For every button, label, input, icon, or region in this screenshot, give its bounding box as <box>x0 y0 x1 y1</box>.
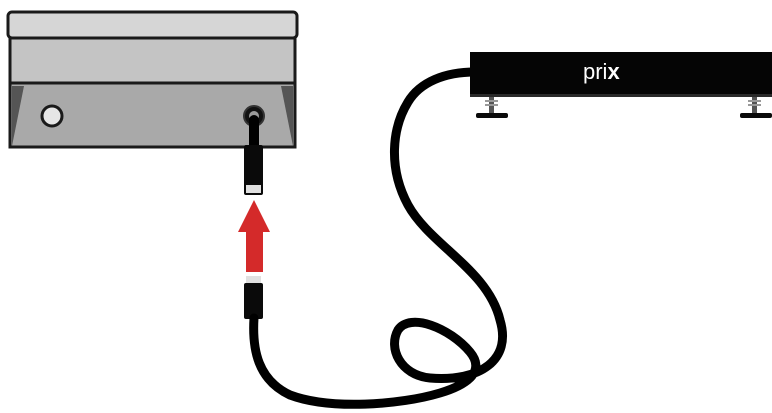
arrow-up-icon <box>238 200 270 272</box>
upper-connector-body <box>244 145 263 195</box>
lower-connector-body <box>244 283 263 319</box>
upper-connector-band <box>246 185 261 193</box>
platform-scale: prix <box>470 52 772 118</box>
scale-foot-left <box>476 97 508 118</box>
scale-body <box>470 52 772 95</box>
housing-lid <box>6 10 299 40</box>
housing-indicator-light <box>40 104 64 128</box>
lower-connector-tip <box>246 276 261 284</box>
housing-band <box>8 36 297 85</box>
housing-bevel-right <box>281 86 293 146</box>
indicator-housing <box>6 10 299 149</box>
scale-brand-logo: prix <box>583 59 620 84</box>
arrow-shaft <box>246 230 263 272</box>
housing-bevel-left <box>12 86 24 146</box>
scale-underside <box>470 94 772 97</box>
cable-plug-connector[interactable] <box>244 276 263 319</box>
arrow-head <box>238 200 270 232</box>
plug-connector-icon <box>244 145 263 195</box>
signal-cable <box>249 67 507 409</box>
scale-foot-right <box>740 97 772 118</box>
